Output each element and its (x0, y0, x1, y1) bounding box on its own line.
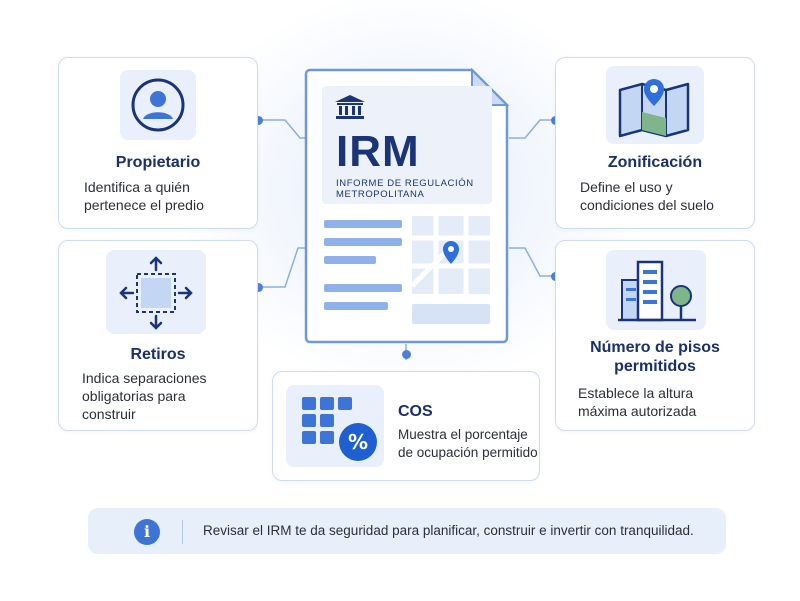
percent-grid-icon: % (302, 397, 377, 461)
card-desc-line: condiciones del suelo (580, 197, 714, 213)
map-thumbnail-icon (412, 216, 490, 294)
card-desc-line: construir (82, 406, 136, 422)
footer-text: Revisar el IRM te da seguridad para plan… (203, 523, 694, 538)
card-title-line: Número de pisos (590, 339, 720, 356)
buildings-icon (618, 260, 696, 322)
card-title-cos: COS (398, 403, 433, 420)
setback-arrows-icon (119, 256, 193, 330)
card-title-propietario: Propietario (115, 154, 201, 171)
card-desc-line: Identifica a quién (84, 179, 190, 195)
document-subtitle: INFORME DE REGULACIÓN METROPOLITANA (336, 178, 474, 200)
card-desc-line: de ocupación permitido (398, 445, 538, 460)
card-title-zonificacion: Zonificación (607, 154, 703, 171)
card-desc-cos: Muestra el porcentaje de ocupación permi… (398, 426, 538, 462)
card-desc-line: obligatorias para (82, 388, 186, 404)
card-title-line: permitidos (614, 358, 696, 375)
document-acronym: IRM (336, 127, 420, 176)
map-pin-icon (618, 79, 690, 138)
connector-dot-retiros (254, 283, 263, 292)
document-subtitle-line2: METROPOLITANA (336, 189, 425, 200)
svg-text:%: % (348, 430, 368, 454)
footer-note (88, 508, 726, 554)
document-subtitle-line1: INFORME DE REGULACIÓN (336, 178, 474, 189)
footer-divider (182, 520, 183, 544)
card-title-retiros: Retiros (130, 346, 186, 363)
card-desc-line: Define el uso y (580, 179, 673, 195)
card-desc-line: pertenece el predio (84, 197, 204, 213)
card-desc-line: máxima autorizada (578, 403, 697, 419)
document-text-line (412, 304, 490, 324)
info-icon: i (134, 519, 160, 545)
document-text-line (324, 284, 402, 292)
document-text-line (324, 302, 388, 310)
document-text-line (324, 238, 402, 246)
connector-dot-propietario (254, 116, 263, 125)
card-title-pisos: Número de pisos permitidos (555, 338, 755, 376)
card-desc-retiros: Indica separaciones obligatorias para co… (82, 369, 252, 423)
card-desc-line: Indica separaciones (82, 370, 207, 386)
document-text-line (324, 256, 376, 264)
person-icon (131, 78, 185, 132)
card-desc-zonificacion: Define el uso y condiciones del suelo (580, 178, 750, 214)
document-header-box (322, 86, 492, 204)
card-desc-pisos: Establece la altura máxima autorizada (578, 384, 748, 420)
card-desc-line: Muestra el porcentaje (398, 427, 528, 442)
card-desc-propietario: Identifica a quién pertenece el predio (84, 178, 254, 214)
card-desc-line: Establece la altura (578, 385, 694, 401)
government-building-icon (335, 95, 365, 119)
connector-dot-cos (402, 350, 411, 359)
document-text-line (324, 220, 402, 228)
